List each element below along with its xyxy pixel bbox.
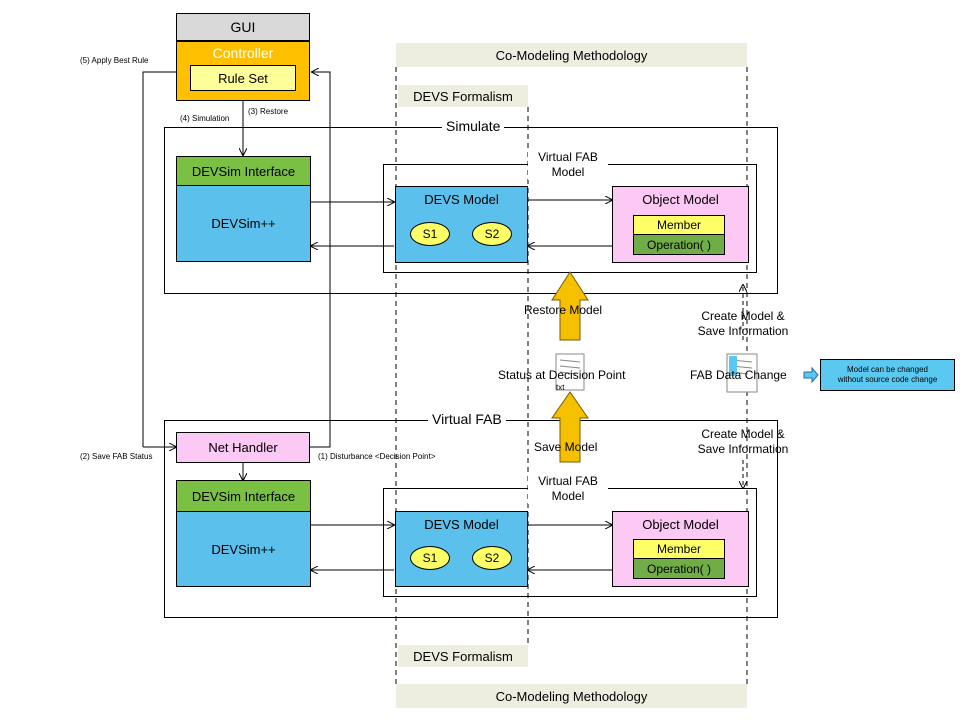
simulate-devs-model-label: DEVS Model (424, 191, 499, 207)
status-document-icon (555, 353, 585, 391)
simulate-vfab-model-label: Virtual FAB Model (528, 150, 608, 180)
gui-title: GUI (176, 13, 310, 41)
fab-data-change-label: FAB Data Change (690, 368, 787, 382)
controller-label: Controller (212, 45, 274, 61)
vfab-devsim[interactable]: DEVSim++ (176, 512, 311, 587)
simulate-devsim[interactable]: DEVSim++ (176, 186, 311, 262)
status-decision-point-label: Status at Decision Point (498, 368, 626, 382)
model-change-note: Model can be changed without source code… (820, 359, 955, 391)
devs-formalism-top: DEVS Formalism (398, 85, 528, 107)
save-fab-status-label: (2) Save FAB Status (80, 452, 153, 461)
vfab-s2-node[interactable]: S2 (472, 546, 512, 570)
simulate-s2-node[interactable]: S2 (472, 222, 512, 246)
restore-model-arrow (551, 271, 589, 341)
apply-best-rule-line (142, 71, 176, 447)
rule-set-box[interactable]: Rule Set (190, 65, 296, 91)
simulate-object-model-label: Object Model (642, 191, 719, 207)
save-model-label: Save Model (534, 440, 598, 454)
save-model-arrow (551, 391, 589, 463)
txt-icon-label: txt (556, 383, 565, 392)
restore-label: (3) Restore (248, 107, 289, 116)
note-pointer-icon (803, 366, 819, 384)
devs-formalism-bottom: DEVS Formalism (398, 645, 528, 667)
simulation-label: (4) Simulation (180, 114, 230, 123)
vfab-devs-model-label: DEVS Model (424, 516, 499, 532)
simulate-member[interactable]: Member (633, 215, 725, 235)
co-modeling-methodology-bottom: Co-Modeling Methodology (396, 684, 747, 708)
net-handler[interactable]: Net Handler (176, 432, 310, 463)
fab-data-document-icon (726, 353, 758, 393)
simulate-title: Simulate (442, 118, 505, 134)
vfab-devsim-interface[interactable]: DEVSim Interface (176, 480, 311, 512)
create-save-top-label: Create Model & Save Information (697, 309, 789, 338)
vfab-member[interactable]: Member (633, 539, 725, 559)
restore-line (310, 72, 331, 448)
virtual-fab-title: Virtual FAB (428, 411, 506, 427)
simulate-devsim-interface[interactable]: DEVSim Interface (176, 156, 311, 186)
create-save-bottom-label: Create Model & Save Information (697, 427, 789, 456)
simulate-operation[interactable]: Operation( ) (633, 235, 725, 255)
disturbance-label: (1) Disturbance <Decision Point> (318, 452, 436, 461)
virtual-fab-vfab-model-label: Virtual FAB Model (528, 474, 608, 504)
apply-best-rule-label: (5) Apply Best Rule (80, 56, 149, 65)
vfab-operation[interactable]: Operation( ) (633, 559, 725, 579)
vfab-s1-node[interactable]: S1 (410, 546, 450, 570)
vfab-object-model-label: Object Model (642, 516, 719, 532)
co-modeling-methodology-top: Co-Modeling Methodology (396, 43, 747, 67)
restore-model-label: Restore Model (524, 303, 603, 317)
simulate-s1-node[interactable]: S1 (410, 222, 450, 246)
